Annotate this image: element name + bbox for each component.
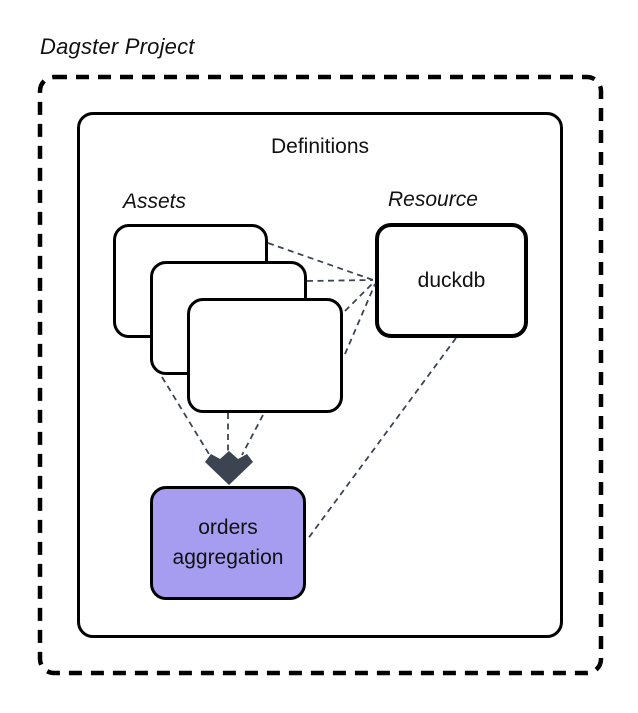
duckdb-resource-node: duckdb	[375, 223, 528, 338]
duckdb-node-label: duckdb	[417, 268, 486, 292]
assets-group-label: Assets	[123, 190, 187, 213]
asset-card-front	[187, 298, 343, 413]
diagram-title: Dagster Project	[40, 34, 195, 59]
definitions-label: Definitions	[270, 135, 370, 158]
resource-group-label: Resource	[388, 188, 478, 211]
orders-aggregation-label: orders aggregation	[172, 515, 284, 569]
orders-aggregation-node: orders aggregation	[150, 486, 306, 600]
